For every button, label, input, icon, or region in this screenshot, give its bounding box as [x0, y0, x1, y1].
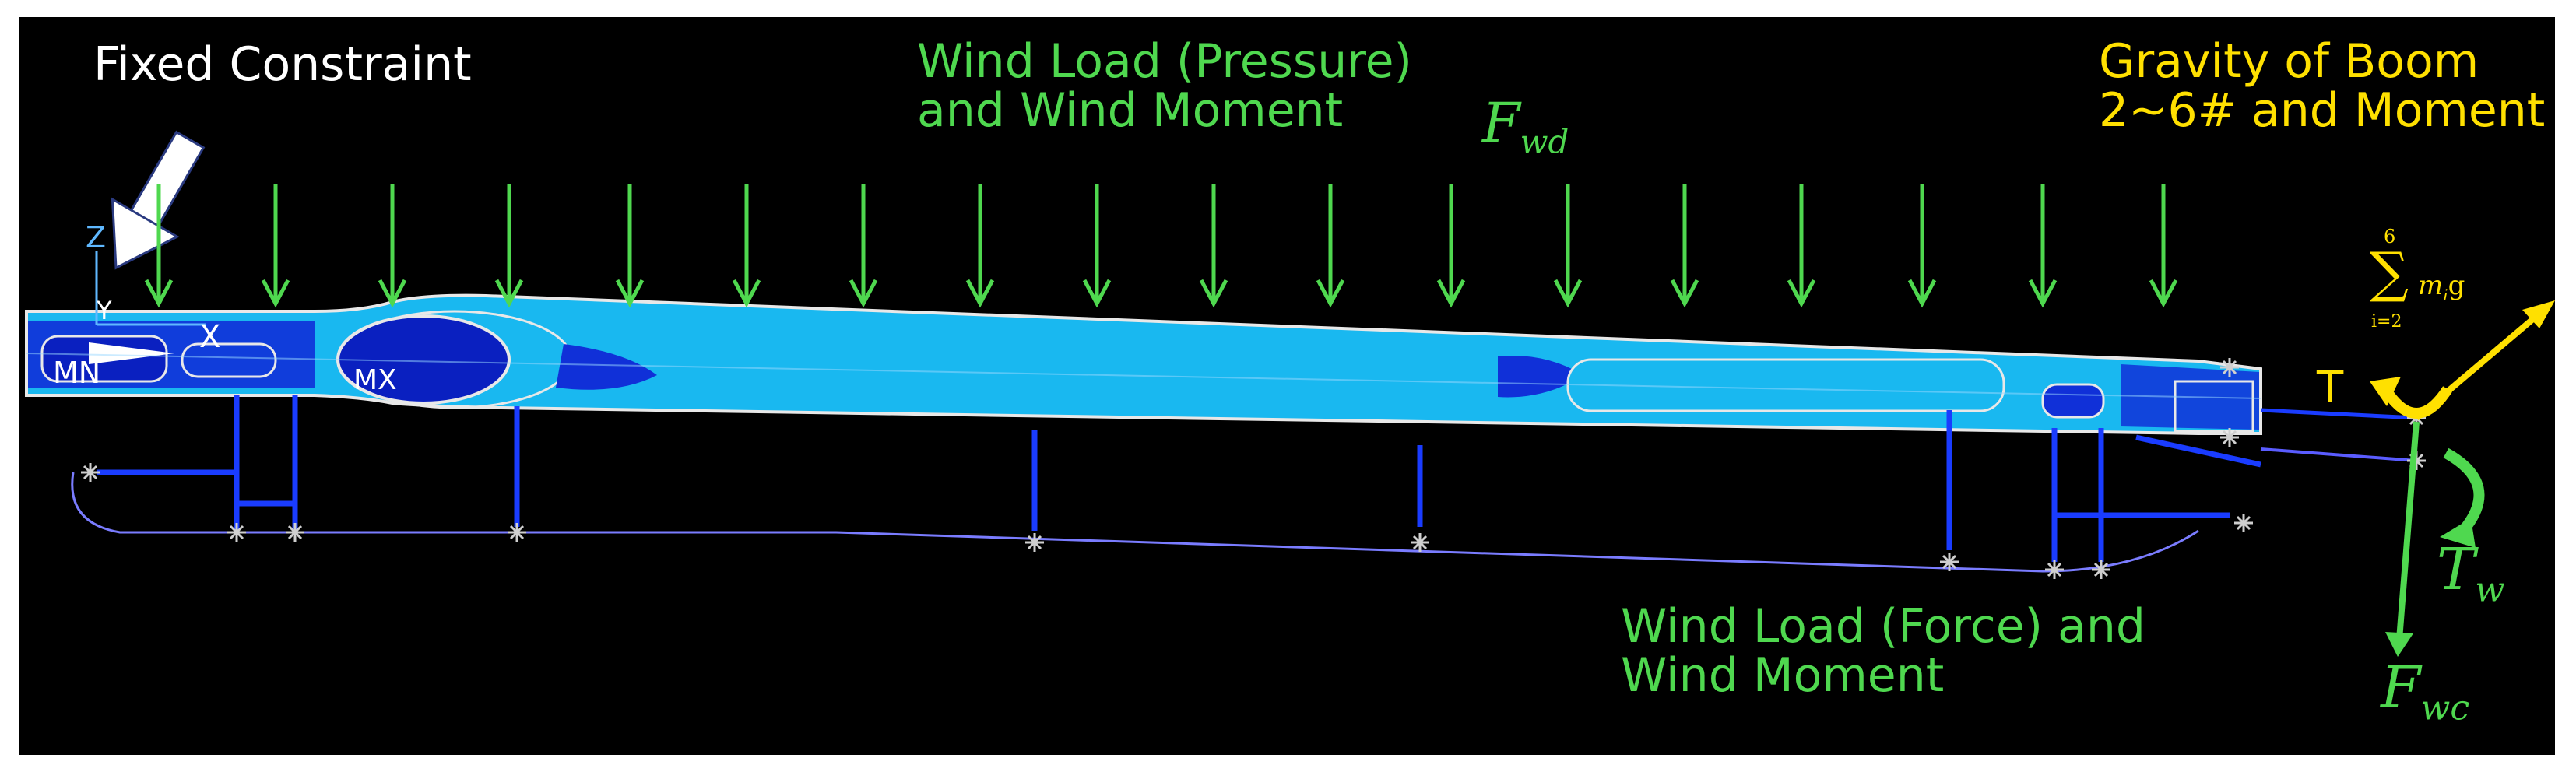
wind-pressure-arrow-icon	[2028, 184, 2058, 308]
wind-force-line2: Wind Moment	[1621, 648, 1945, 703]
support-node-icon	[508, 523, 526, 542]
boom-dark-region-right	[1498, 356, 1583, 398]
gravity-line1: Gravity of Boom	[2099, 34, 2479, 89]
wind-pressure-line2: and Wind Moment	[917, 83, 1344, 138]
max-marker-label: MX	[353, 364, 397, 396]
wind-pressure-label: Wind Load (Pressure) and Wind Moment	[917, 37, 1412, 135]
wind-force-arrow-icon	[2396, 421, 2420, 640]
wind-force-arrowhead	[2385, 632, 2413, 657]
wind-pressure-line1: Wind Load (Pressure)	[917, 34, 1412, 89]
strut	[2135, 434, 2261, 468]
sum-sign: ∑	[2370, 240, 2409, 304]
min-marker-label: MN	[53, 356, 100, 390]
fwd-sub: wd	[1520, 122, 1569, 161]
fixed-constraint-label: Fixed Constraint	[93, 37, 472, 92]
wind-pressure-arrow-icon	[1316, 184, 1345, 308]
axis-y-label: Y	[96, 296, 112, 325]
wind-pressure-arrow-icon	[1082, 184, 1112, 308]
gravity-sum-formula: 6 ∑ i=2 mig	[2360, 226, 2469, 360]
wind-pressure-arrow-icon	[1670, 184, 1699, 308]
sum-term: mig	[2418, 272, 2465, 304]
moment-arc-head	[2370, 377, 2401, 406]
diagram-canvas: Z Y X MN MX Fixed Constraint	[19, 17, 2555, 755]
support-node-icon	[2220, 358, 2239, 377]
wind-pressure-arrow-icon	[1553, 184, 1583, 308]
coordinate-axes	[95, 251, 206, 326]
wind-pressure-arrow-icon	[615, 184, 645, 308]
lower-chord	[71, 472, 2199, 573]
tip-link	[2260, 408, 2417, 420]
fwc-sub: wc	[2420, 688, 2470, 728]
min-marker-triangle	[89, 342, 174, 364]
boom-slot-tip	[2041, 383, 2105, 419]
wind-pressure-arrow-icon	[1907, 184, 1937, 308]
axis-z-label: Z	[86, 220, 106, 254]
sum-term-m: m	[2418, 270, 2444, 301]
wind-pressure-arrow-icon	[732, 184, 761, 308]
support-node-icon	[2092, 560, 2110, 579]
support-node-icon	[2220, 428, 2239, 447]
tw-symbol: Tw	[2437, 539, 2505, 610]
axis-x-label: X	[199, 319, 220, 355]
support-node-icon	[1940, 553, 1959, 571]
sum-term-g: g	[2448, 270, 2465, 301]
support-structure	[97, 395, 2261, 562]
wind-force-line1: Wind Load (Force) and	[1621, 599, 2145, 654]
wind-pressure-arrow-icon	[261, 184, 290, 308]
boom-model-drawing: Z Y X MN MX	[25, 130, 2555, 657]
gravity-arrowhead	[2522, 300, 2555, 328]
tip-loads	[2370, 300, 2555, 657]
gravity-label: Gravity of Boom 2~6# and Moment	[2099, 37, 2545, 135]
wind-pressure-arrow-icon	[1787, 184, 1816, 308]
tip-link-lower	[2260, 447, 2417, 462]
wind-moment-arc-head	[2440, 518, 2476, 548]
boom-slot-second	[181, 342, 277, 378]
wind-pressure-arrow-icon	[849, 184, 878, 308]
wind-pressure-arrow-icon	[144, 184, 174, 308]
wind-pressure-arrow-icon	[1436, 184, 1466, 308]
sum-term-i: i	[2443, 285, 2448, 304]
tw-main: T	[2437, 536, 2476, 603]
wind-pressure-arrows	[144, 184, 2178, 308]
wind-moment-arc-icon	[2443, 447, 2485, 535]
fwd-symbol: Fwd	[1482, 94, 1569, 161]
support-node-icon	[81, 463, 100, 482]
wind-pressure-arrow-icon	[378, 184, 407, 308]
wind-pressure-arrow-icon	[494, 184, 524, 308]
tip-t-label: T	[2317, 363, 2344, 413]
wind-force-label: Wind Load (Force) and Wind Moment	[1621, 602, 2145, 700]
boom-centerline	[26, 353, 2261, 399]
fixed-constraint-arrow-icon	[111, 130, 206, 270]
support-node-icon	[2045, 560, 2064, 579]
boom-body	[25, 293, 2262, 435]
support-node-icon	[227, 523, 246, 542]
wind-pressure-arrow-icon	[2149, 184, 2178, 308]
fwd-main: F	[1482, 91, 1520, 155]
support-node-icon	[286, 523, 304, 542]
sum-upper: 6	[2384, 226, 2396, 247]
tw-sub: w	[2475, 570, 2505, 610]
sum-lower: i=2	[2371, 312, 2402, 332]
gravity-line2: 2~6# and Moment	[2099, 83, 2546, 138]
support-node-icon	[1411, 533, 1429, 552]
boom-tip-box	[2174, 380, 2254, 433]
support-node-icon	[1025, 533, 1044, 552]
support-node-icon	[2234, 514, 2253, 532]
boom-dark-region	[556, 344, 657, 390]
moment-arc-icon	[2381, 386, 2452, 419]
wind-pressure-arrow-icon	[965, 184, 995, 308]
fwc-main: F	[2381, 654, 2421, 721]
wind-pressure-arrow-icon	[1199, 184, 1228, 308]
fwc-symbol: Fwc	[2381, 658, 2469, 727]
